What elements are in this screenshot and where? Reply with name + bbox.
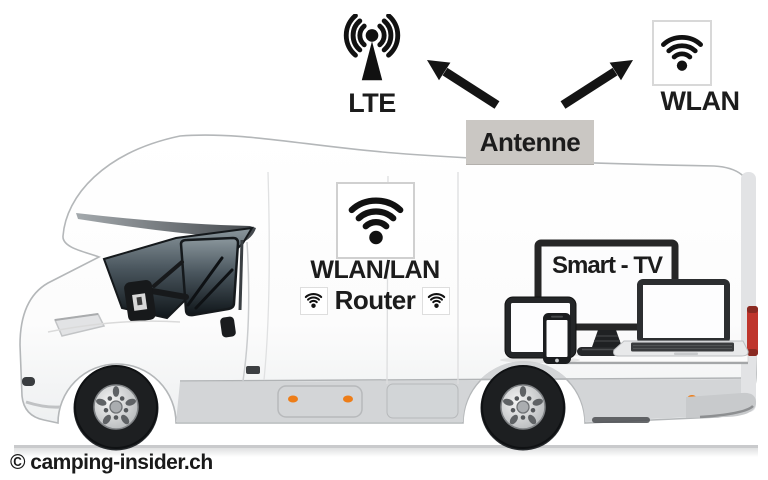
wlan-icon-box [652, 20, 712, 86]
entry-step [386, 383, 459, 419]
arrow-up-left-icon [427, 60, 500, 109]
lower-skirt [176, 361, 751, 422]
wifi-icon [422, 286, 451, 315]
door-handle [220, 316, 236, 338]
storage-hatch [277, 385, 363, 418]
door-step-shadow [246, 366, 260, 374]
underbody-shadow [592, 417, 650, 423]
lte-group [330, 14, 414, 88]
overcab-shadow [76, 213, 256, 244]
antenne-label: Antenne [479, 127, 581, 157]
antenna-arrows [427, 60, 633, 109]
front-blinker [22, 377, 35, 386]
lte-label: LTE [348, 88, 396, 118]
watermark: © camping-insider.ch [10, 451, 213, 474]
cab-body-seam [263, 171, 270, 381]
bumper-line [25, 400, 61, 409]
lte-antenna-icon [343, 14, 401, 81]
rear-wheel [481, 365, 565, 449]
wifi-icon [661, 34, 703, 71]
wiper [186, 256, 234, 310]
front-wheel [74, 365, 158, 449]
router-label-line2: Router [294, 285, 456, 316]
router-icon-box [336, 182, 415, 259]
smart-tv-label: Smart - TV [551, 252, 663, 279]
wlan-label: WLAN [660, 86, 740, 116]
b-pillar [238, 239, 244, 311]
smartphone [543, 313, 571, 364]
rear-bumper-edge [699, 405, 754, 419]
rear-pillar [741, 172, 756, 412]
ground-shadow [14, 445, 758, 457]
wifi-icon [348, 197, 403, 244]
wifi-icon [299, 286, 328, 315]
side-mirror [124, 260, 189, 322]
marker-light [343, 395, 353, 403]
taillight [747, 306, 758, 356]
laptop [613, 279, 749, 357]
marker-light [288, 395, 298, 403]
headlight-edge [54, 313, 99, 321]
hood-crease [47, 320, 181, 333]
router-label: Router [334, 285, 416, 315]
router-label-line1: WLAN/LAN [310, 256, 440, 284]
antenne-box: Antenne [466, 120, 594, 165]
arrow-up-right-icon [560, 60, 633, 109]
cab-door-seam [242, 241, 250, 382]
